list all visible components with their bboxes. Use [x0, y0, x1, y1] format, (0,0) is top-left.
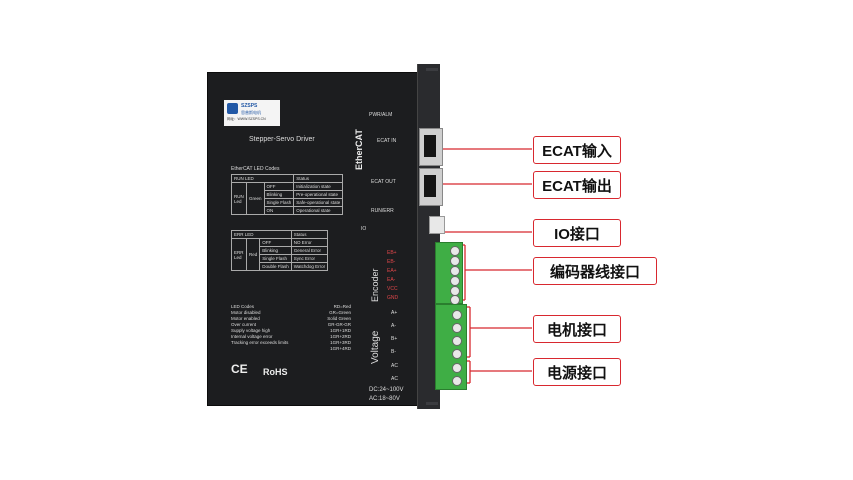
voltage-label: Voltage	[370, 330, 381, 364]
led-code-label: Internal voltage error	[231, 334, 273, 339]
encoder-pin-label: GND	[387, 295, 399, 301]
encoder-terminal-block	[435, 242, 463, 305]
led-codes-legend: RD=Red GR=Green	[329, 304, 351, 315]
ce-mark: CE	[231, 362, 248, 376]
err-state: OFF	[259, 238, 292, 247]
led-codes-title: LED Codes	[231, 304, 255, 309]
led-code-value: 1GR+1RD	[330, 328, 351, 333]
dc-range: DC:24~100V	[369, 387, 404, 393]
encoder-pin-label: EA+	[387, 268, 397, 274]
err-state: Double Flash	[259, 262, 292, 271]
run-status: Operational state	[293, 206, 344, 215]
run-status-header: Status	[293, 174, 344, 183]
ecat-out-port	[419, 168, 443, 206]
callout-ecat-in: ECAT输入	[533, 136, 621, 164]
io-connector	[429, 216, 445, 234]
callout-motor: 电机接口	[533, 315, 621, 343]
motor-power-terminal-block	[435, 304, 467, 390]
stepper-servo-driver: SZSPS 思普斯电机 网址：WWW.SZSPS.CN Stepper-Serv…	[207, 64, 467, 409]
led-code-value: 1GR+3RD	[330, 340, 351, 345]
run-status: Pre-operational state	[293, 190, 344, 199]
err-led-table: ERR LED Status ERR Led Red OFF NO Error …	[231, 230, 329, 271]
power-pin-label: AC	[391, 363, 398, 369]
run-led-table: RUN LED Status RUN Led Green OFF Initial…	[230, 174, 344, 215]
led-code-label: Supply voltage high	[231, 328, 271, 333]
err-status: NO Error	[290, 238, 329, 247]
led-code-label: Motor disabled	[231, 310, 261, 315]
brand-name-cn: 思普斯电机	[241, 110, 261, 115]
motor-pin-label: B-	[391, 349, 396, 355]
err-status: Watchdog Error	[290, 262, 329, 271]
ecat-in-label: ECAT IN	[377, 138, 397, 144]
run-led-name: RUN Led	[231, 182, 247, 215]
io-label: IO	[361, 226, 367, 232]
led-code-value: 1GR+4RD	[330, 346, 351, 351]
led-table-title: EtherCAT LED Codes	[231, 166, 280, 172]
err-led-color: Red	[245, 238, 261, 271]
power-pin-label: AC	[391, 376, 398, 382]
led-code-value: Solid Green	[327, 316, 351, 321]
encoder-pin-label: VCC	[387, 286, 398, 292]
led-code-label: Over current	[231, 322, 257, 327]
led-code-label: Tracking error exceeds limits	[231, 340, 289, 345]
encoder-pin-label: EB+	[387, 250, 397, 256]
ethercat-logo: EtherCAT	[354, 129, 364, 170]
led-code-value: GR-GR-GR	[327, 322, 351, 327]
ac-range: AC:18~80V	[369, 396, 400, 402]
run-state: ON	[263, 206, 295, 215]
ecat-out-label: ECAT OUT	[371, 179, 396, 185]
encoder-label: Encoder	[370, 268, 380, 302]
ecat-in-port	[419, 128, 443, 166]
run-led-header: RUN LED	[230, 174, 295, 183]
run-state: OFF	[263, 182, 295, 191]
led-codes-list: LED Codes Motor disabled Motor enabled O…	[231, 304, 331, 346]
err-led-name: ERR Led	[231, 238, 247, 271]
led-codes-values: RD=Red GR=Green Solid Green GR-GR-GR 1GR…	[311, 304, 351, 352]
encoder-pin-label: EA-	[387, 277, 396, 283]
motor-pin-label: A-	[391, 323, 396, 329]
callout-power: 电源接口	[533, 358, 621, 386]
brand-mark-icon	[227, 103, 238, 114]
run-state: Blinking	[263, 190, 295, 199]
run-err-label: RUN/ERR	[371, 208, 394, 214]
product-title: Stepper-Servo Driver	[249, 136, 315, 143]
motor-pin-label: A+	[391, 310, 398, 316]
encoder-pin-label: EB-	[387, 259, 396, 265]
brand-logo: SZSPS 思普斯电机 网址：WWW.SZSPS.CN	[224, 100, 280, 126]
motor-pin-label: B+	[391, 336, 398, 342]
err-state: Single Flash	[259, 254, 292, 263]
led-code-value: 1GR+2RD	[330, 334, 351, 339]
run-status: Safe-operational state	[293, 198, 344, 207]
callout-ecat-out: ECAT输出	[533, 171, 621, 199]
err-status: Sync Error	[290, 254, 329, 263]
err-led-header: ERR LED	[231, 230, 292, 239]
run-state: Single Flash	[263, 198, 295, 207]
led-code-label: Motor enabled	[231, 316, 260, 321]
callout-io: IO接口	[533, 219, 621, 247]
err-status: General Error	[290, 246, 329, 255]
callout-encoder: 编码器线接口	[533, 257, 657, 285]
err-status-header: Status	[290, 230, 329, 239]
pwr-alm-label: PWR/ALM	[369, 112, 393, 118]
brand-url: 网址：WWW.SZSPS.CN	[227, 117, 266, 121]
brand-name: SZSPS	[241, 103, 258, 109]
run-led-color: Green	[246, 182, 265, 215]
err-state: Blinking	[259, 246, 292, 255]
run-status: Initialization state	[293, 182, 344, 191]
rohs-mark: RoHS	[263, 367, 288, 377]
